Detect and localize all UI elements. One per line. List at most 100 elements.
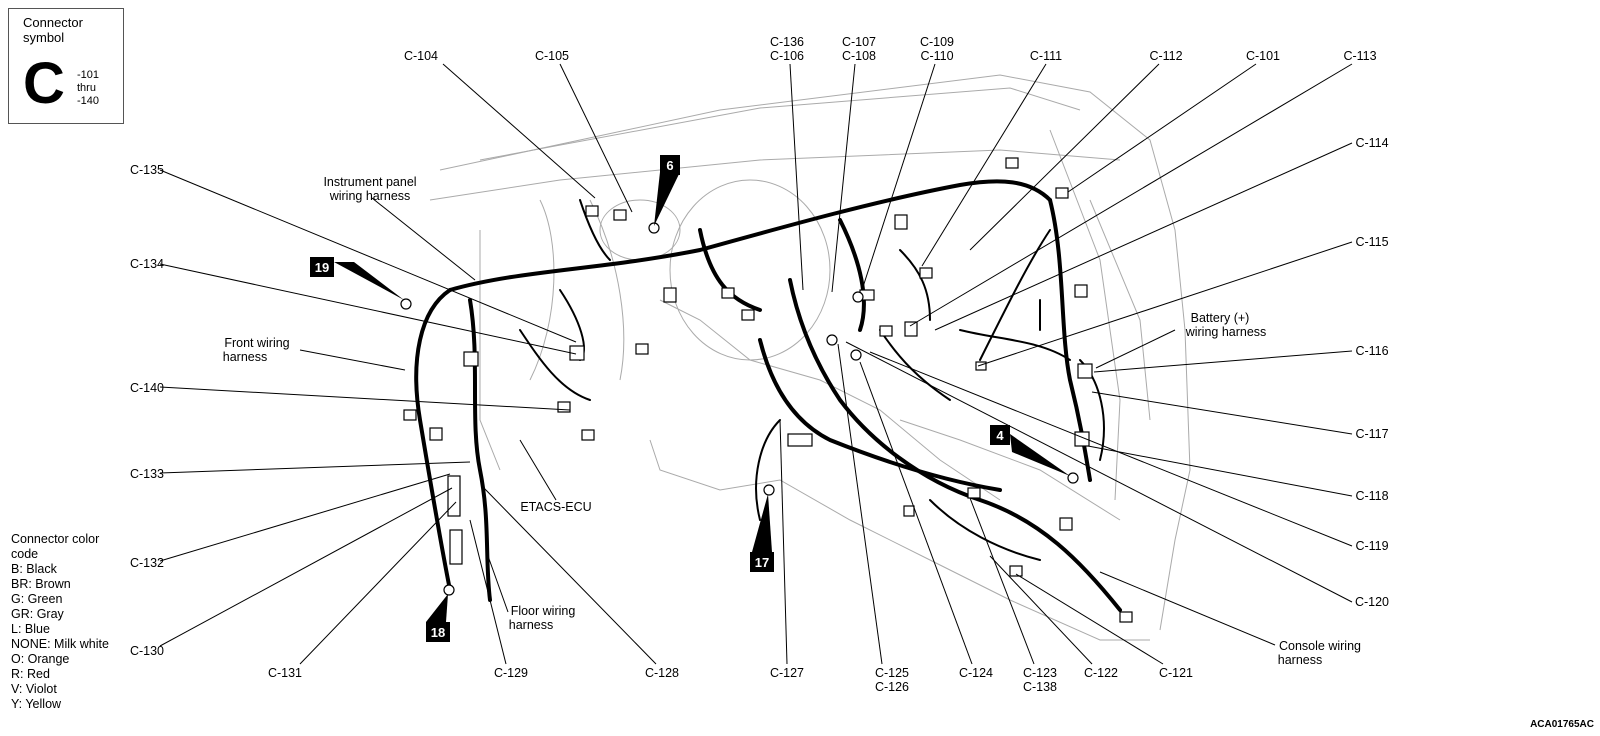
battery-harness-label: wiring harness <box>1185 325 1267 339</box>
etacs-ecu-label: ETACS-ECU <box>520 500 591 514</box>
leader-battery-harness <box>1095 329 1176 369</box>
range-line: -140 <box>77 95 100 107</box>
dashboard-top-edge <box>479 87 1081 161</box>
badge-17: 17 <box>750 552 774 572</box>
leader-c129 <box>469 519 507 665</box>
leader-c134 <box>159 263 577 355</box>
ground-point <box>850 349 862 361</box>
leader-c124 <box>859 361 973 665</box>
leader-c131 <box>299 501 457 665</box>
label-c115: C-115 <box>1355 235 1388 249</box>
legend-item: V: Violot <box>11 682 57 696</box>
connector-block <box>967 487 981 499</box>
legend-item: O: Orange <box>11 652 70 666</box>
ground-points <box>400 222 1079 596</box>
console-edge <box>659 299 1001 501</box>
badge-pointers <box>334 172 1070 622</box>
console-floor-edge <box>899 419 1121 521</box>
ground-point <box>443 584 455 596</box>
badge-18: 18 <box>426 622 450 642</box>
label-c114: C-114 <box>1355 136 1388 150</box>
branch-wire <box>579 199 611 261</box>
left-panel-edge <box>479 230 501 471</box>
pointer-6 <box>654 172 680 226</box>
badge-box <box>990 425 1010 445</box>
harness-annotations: Instrument panel wiring harness Front wi… <box>223 175 1361 667</box>
color-code-legend: Connector color code B: Black BR: Brown … <box>11 532 109 712</box>
label-c133: C-133 <box>130 467 164 481</box>
leader-c116 <box>1093 350 1353 373</box>
pointer-4 <box>1010 434 1070 476</box>
leader-c111 <box>921 63 1047 267</box>
label-c107: C-107 <box>842 35 876 49</box>
connector-block <box>919 267 933 279</box>
label-c108: C-108 <box>842 49 876 63</box>
badge-box <box>660 155 680 175</box>
ip-harness-label: Instrument panel <box>323 175 416 189</box>
connector-block <box>975 361 987 371</box>
label-c120: C-120 <box>1355 595 1389 609</box>
leader-c104 <box>442 63 596 199</box>
label-c140: C-140 <box>130 381 164 395</box>
connector-block <box>429 427 443 441</box>
ground-point <box>763 484 775 496</box>
label-c119: C-119 <box>1355 539 1388 553</box>
label-c112: C-112 <box>1149 49 1182 63</box>
label-c131: C-131 <box>268 666 302 680</box>
connector-block <box>581 429 595 441</box>
connector-symbol-caption: Connector symbol <box>23 15 83 45</box>
leader-floor-harness <box>487 555 509 613</box>
ground-point <box>826 334 838 346</box>
connector-block <box>1005 157 1019 169</box>
badge-number: 19 <box>315 260 329 275</box>
steering-ring-outline <box>669 179 831 361</box>
label-c127: C-127 <box>770 666 804 680</box>
leader-c136 <box>789 63 804 291</box>
connector-block <box>787 433 813 447</box>
leader-c118 <box>1087 445 1353 497</box>
label-c116: C-116 <box>1355 344 1388 358</box>
label-c128: C-128 <box>645 666 679 680</box>
column-edge <box>529 199 555 381</box>
connector-block <box>1059 517 1073 531</box>
label-c122: C-122 <box>1084 666 1118 680</box>
leader-front-harness <box>299 349 406 371</box>
leader-c127 <box>779 419 788 665</box>
label-c110: C-110 <box>920 49 953 63</box>
badge-box <box>310 257 334 277</box>
legend-item: R: Red <box>11 667 50 681</box>
label-c123: C-123 <box>1023 666 1057 680</box>
front-harness-label: Front wiring <box>224 336 289 350</box>
legend-item: NONE: Milk white <box>11 637 109 651</box>
connector-block <box>663 287 677 303</box>
legend-item: G: Green <box>11 592 63 606</box>
leader-c125 <box>837 343 883 665</box>
badge-number: 17 <box>755 555 769 570</box>
leader-c135 <box>159 169 577 343</box>
label-c118: C-118 <box>1355 489 1388 503</box>
connector-block <box>1119 611 1133 623</box>
leader-c101 <box>1067 63 1257 193</box>
label-c125: C-125 <box>875 666 909 680</box>
console-harness-label: Console wiring <box>1279 639 1361 653</box>
connector-block <box>403 409 417 421</box>
connector-labels: C-104 C-105 C-136 C-106 C-107 C-108 C-10… <box>130 35 1389 694</box>
floor-harness-label: harness <box>509 618 553 632</box>
legend-title: code <box>11 547 39 561</box>
connector-block <box>585 205 599 217</box>
legend-title: Connector color <box>11 532 100 546</box>
connector-blocks <box>403 157 1133 623</box>
caption-line: Connector <box>23 15 83 30</box>
label-c109: C-109 <box>920 35 954 49</box>
connector-block <box>904 321 918 337</box>
badge-number: 4 <box>996 428 1004 443</box>
label-c111: C-111 <box>1030 49 1062 63</box>
pointer-18 <box>426 594 448 622</box>
legend-item: BR: Brown <box>11 577 71 591</box>
range-line: -101 <box>77 69 100 81</box>
label-c135: C-135 <box>130 163 164 177</box>
front-harness-drop <box>414 288 452 592</box>
branch-wire <box>899 249 931 321</box>
badge-6: 6 <box>660 155 680 175</box>
